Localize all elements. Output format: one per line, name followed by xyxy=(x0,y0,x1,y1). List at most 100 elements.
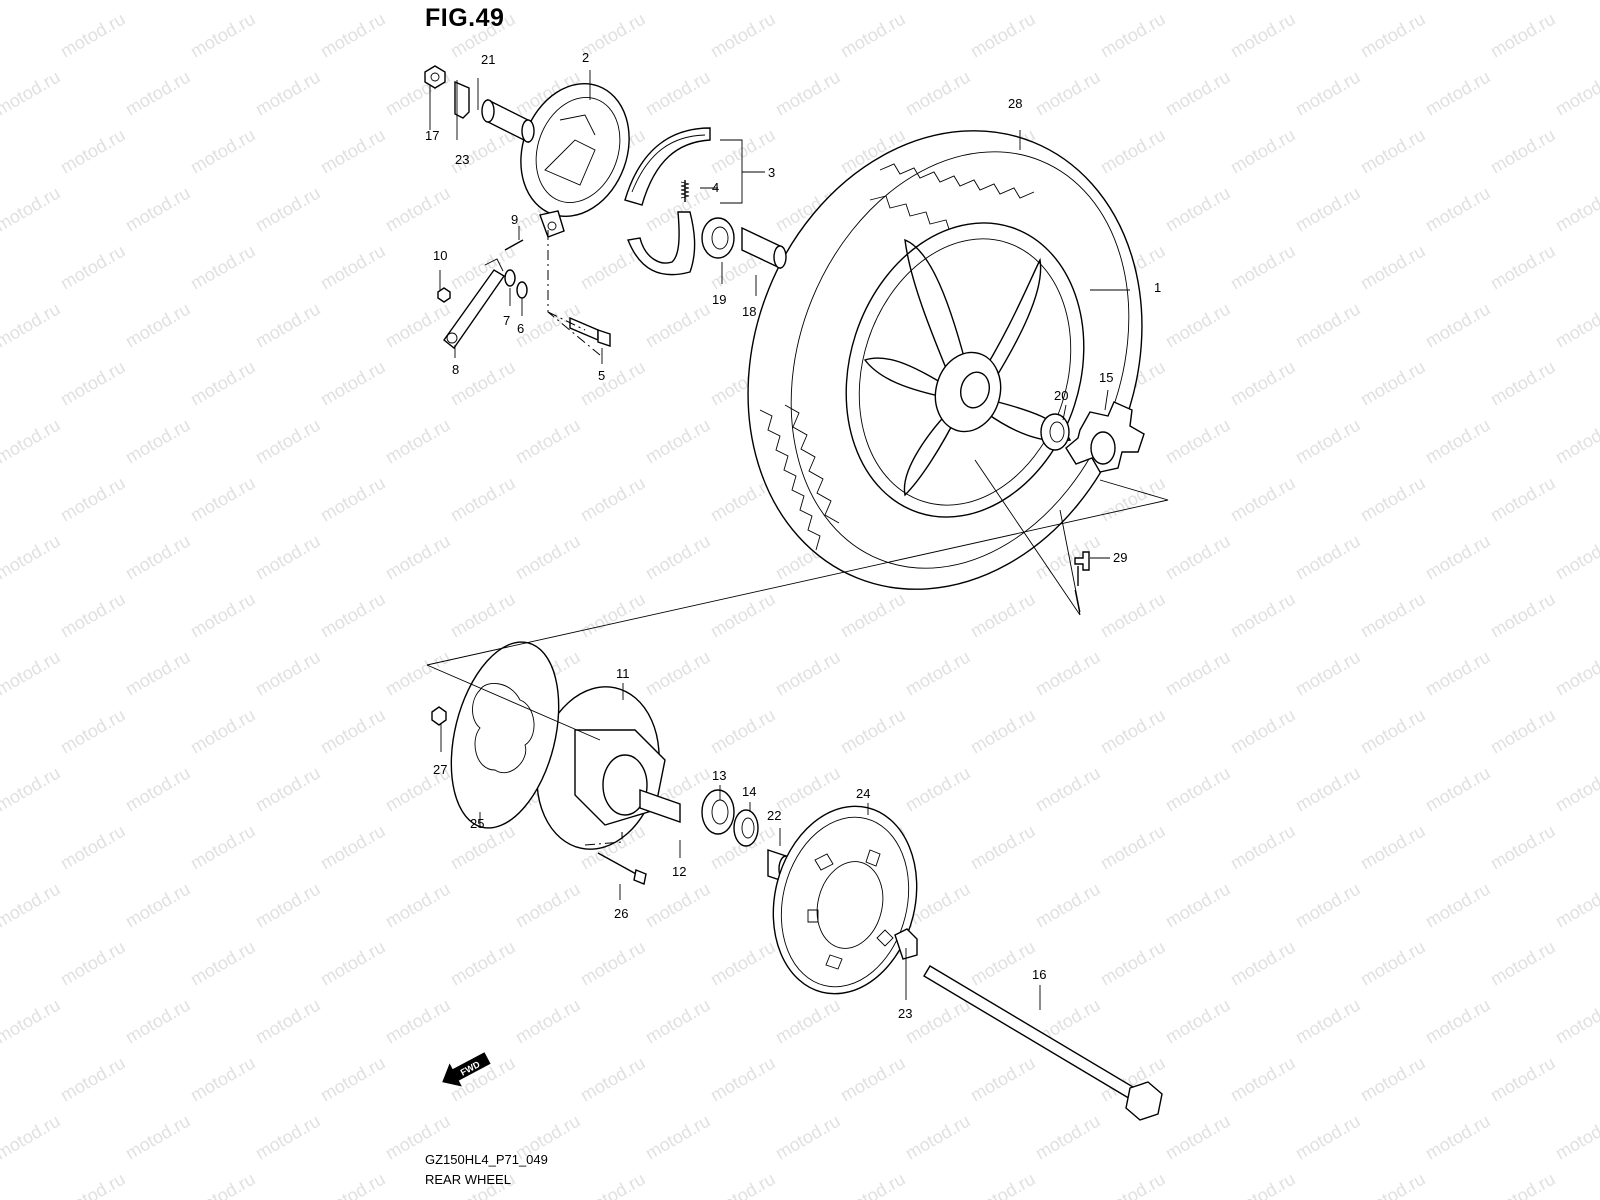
sprocket-holes xyxy=(807,849,894,970)
valve-body xyxy=(1074,551,1090,571)
callout-23-top: 23 xyxy=(455,152,469,167)
callout-1: 1 xyxy=(1154,280,1161,295)
brake-panel-disc xyxy=(520,82,630,218)
wheel-damper xyxy=(1065,401,1145,473)
callout-2: 2 xyxy=(582,50,589,65)
sprocket-bore xyxy=(816,861,884,949)
callout-7: 7 xyxy=(503,313,510,328)
washer-7 xyxy=(504,269,516,287)
washer-23-top xyxy=(454,80,470,119)
callout-12: 12 xyxy=(672,864,686,879)
callout-25: 25 xyxy=(470,816,484,831)
collar-21 xyxy=(481,98,535,144)
washer-6 xyxy=(516,281,528,299)
rim-inner xyxy=(858,238,1072,506)
brake-spring-coil xyxy=(680,181,690,199)
callout-10: 10 xyxy=(433,248,447,263)
callout-28: 28 xyxy=(1008,96,1022,111)
callout-6: 6 xyxy=(517,321,524,336)
leader-3-4 xyxy=(700,139,765,204)
bearing-20-inner xyxy=(1049,421,1065,443)
tire-tread-pattern-lower xyxy=(759,404,840,551)
bolt-9 xyxy=(504,239,524,251)
nut-17 xyxy=(424,65,446,89)
sprocket-root xyxy=(780,816,910,988)
callout-14: 14 xyxy=(742,784,756,799)
callout-11: 11 xyxy=(616,666,630,681)
brake-panel-ribs xyxy=(544,114,596,186)
callout-13: 13 xyxy=(712,768,726,783)
rear-sprocket xyxy=(772,805,918,995)
brake-panel-rim xyxy=(535,96,621,204)
dash-cam xyxy=(547,230,601,356)
nut-27 xyxy=(431,706,447,726)
washer-23-top-plate xyxy=(454,80,470,119)
rear-wheel-assembly xyxy=(747,130,1143,590)
collar-21-end xyxy=(521,119,535,143)
callout-27: 27 xyxy=(433,762,447,777)
spacer-18 xyxy=(741,226,787,270)
callout-4: 4 xyxy=(712,180,719,195)
leader-small-parts xyxy=(439,226,603,364)
drum-bore xyxy=(602,754,648,816)
cam-shaft xyxy=(569,316,599,342)
wheel-bearing-20 xyxy=(1040,413,1070,451)
leader-lower-parts xyxy=(440,683,1041,1010)
brake-panel xyxy=(520,82,630,238)
callout-labels: 1 2 3 4 5 6 7 8 9 10 11 12 13 14 15 16 1… xyxy=(425,50,1161,1021)
callout-22: 22 xyxy=(767,808,781,823)
leader-wheel-valve xyxy=(974,459,1081,616)
tire-valve xyxy=(1074,551,1090,586)
bolt-26-shank xyxy=(597,852,639,876)
figure-title: FIG.49 xyxy=(425,4,505,32)
callout-16: 16 xyxy=(1032,967,1046,982)
bearing-13-outer xyxy=(701,789,735,835)
figure-reference-code: GZ150HL4_P71_049 xyxy=(425,1152,548,1167)
rear-axle xyxy=(923,965,1163,1121)
bearing-19-outer xyxy=(701,217,735,259)
callout-26: 26 xyxy=(614,906,628,921)
callout-18: 18 xyxy=(742,304,756,319)
brake-cam-5 xyxy=(569,316,611,347)
damper-bore xyxy=(1090,431,1116,465)
leader-20 xyxy=(1062,404,1067,421)
callout-21: 21 xyxy=(481,52,495,67)
callout-17: 17 xyxy=(425,128,439,143)
callout-3: 3 xyxy=(768,165,775,180)
callout-5: 5 xyxy=(598,368,605,383)
seal-14-outer xyxy=(733,809,759,847)
bolt-26-head xyxy=(633,869,647,885)
sprocket-drum xyxy=(536,686,681,850)
bearing-19-inner xyxy=(711,226,729,250)
bolt-26 xyxy=(597,852,647,885)
bearing-20-outer xyxy=(1040,413,1070,451)
leader-19-18 xyxy=(721,262,757,296)
callout-19: 19 xyxy=(712,292,726,307)
brake-cam-lever xyxy=(443,258,506,350)
fwd-arrow-icon: FWD xyxy=(442,1052,491,1087)
brake-shoes xyxy=(624,127,711,276)
nut-17-hex xyxy=(424,65,446,89)
brake-shoe-lower xyxy=(627,211,696,276)
collar-21-end2 xyxy=(481,99,495,123)
callout-24: 24 xyxy=(856,786,870,801)
leader-lines xyxy=(426,70,1169,1010)
cam-lever-head xyxy=(484,258,504,272)
leader-top-left xyxy=(429,78,479,140)
callout-9: 9 xyxy=(511,212,518,227)
callout-8: 8 xyxy=(452,362,459,377)
cam-lever-arm xyxy=(443,269,506,350)
leader-valve-down xyxy=(1059,509,1081,613)
brake-shoe-upper-lining xyxy=(631,134,706,193)
cam-lever-hole xyxy=(446,332,458,344)
dash-drum xyxy=(584,832,623,846)
axle-shank xyxy=(923,965,1149,1107)
bearing-19 xyxy=(701,217,735,259)
leader-15 xyxy=(1104,389,1109,411)
plate-cutout xyxy=(472,683,535,773)
cam-head xyxy=(597,329,611,347)
spacer-18-end xyxy=(773,245,787,269)
callout-15: 15 xyxy=(1099,370,1113,385)
